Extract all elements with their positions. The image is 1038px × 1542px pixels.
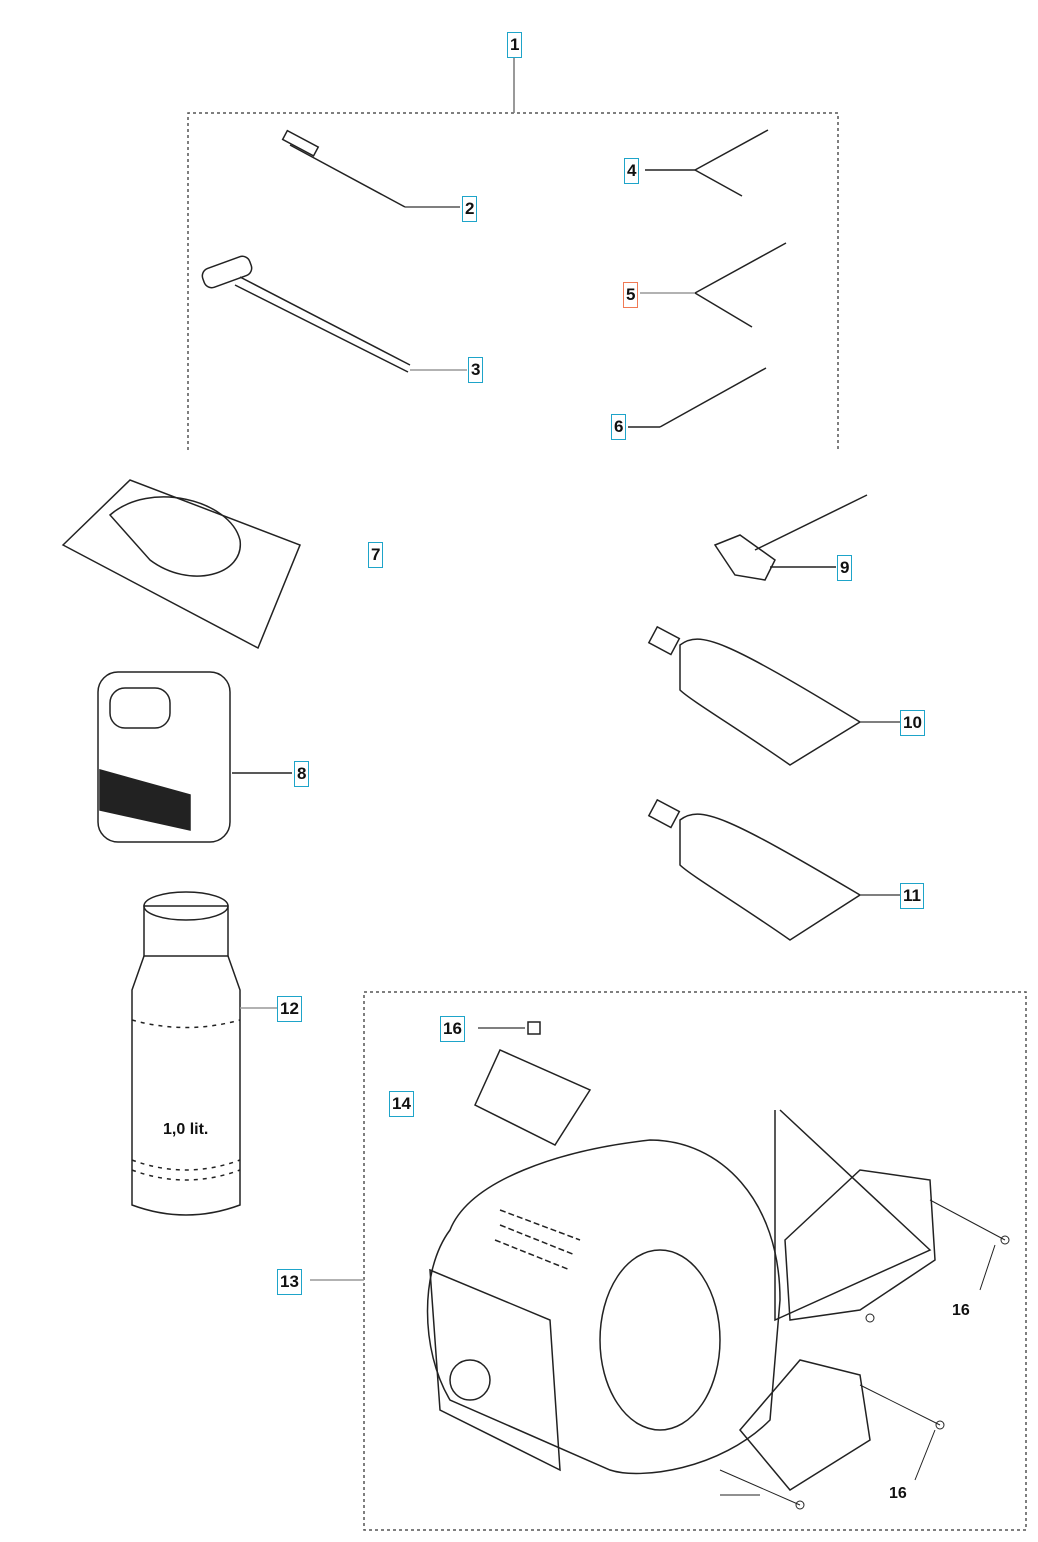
part-3-combination-spanner [201, 255, 467, 373]
callout-12[interactable]: 12 [277, 996, 302, 1022]
callout-8[interactable]: 8 [294, 761, 310, 787]
part-11-grease-tube [647, 798, 902, 941]
part-14-cover [474, 1049, 592, 1146]
part-7-bar-guard [61, 479, 301, 650]
callout-9[interactable]: 9 [837, 555, 853, 581]
screws-16 [719, 1199, 1010, 1510]
callout-14[interactable]: 14 [389, 1091, 414, 1117]
part-8-filter [97, 671, 292, 843]
callout-11[interactable]: 11 [900, 883, 924, 909]
callout-6[interactable]: 6 [611, 414, 627, 440]
part-5-hex-key [640, 242, 787, 328]
callout-2[interactable]: 2 [462, 196, 478, 222]
callout-7[interactable]: 7 [368, 542, 384, 568]
callout-4[interactable]: 4 [624, 158, 640, 184]
group-box-1 [187, 112, 839, 450]
callout-16[interactable]: 16 [440, 1016, 465, 1042]
callout-5[interactable]: 5 [623, 282, 639, 308]
part-12-oil-bottle [131, 891, 280, 1216]
part-9-spanner [713, 494, 868, 581]
part-13-engine-cover [426, 1109, 936, 1491]
callout-1[interactable]: 1 [507, 32, 523, 58]
callout-3[interactable]: 3 [468, 357, 484, 383]
part-10-grease-tube [647, 625, 902, 766]
part-4-hex-key [645, 129, 769, 197]
label-16-lower: 16 [889, 1485, 907, 1502]
part-2-screwdriver [281, 129, 460, 208]
part-6-pin [628, 367, 767, 428]
label-16-upper: 16 [952, 1302, 970, 1319]
screw-16 [527, 1021, 541, 1035]
callout-13[interactable]: 13 [277, 1269, 302, 1295]
bottle-volume-text: 1,0 lit. [163, 1121, 209, 1138]
callout-10[interactable]: 10 [900, 710, 925, 736]
